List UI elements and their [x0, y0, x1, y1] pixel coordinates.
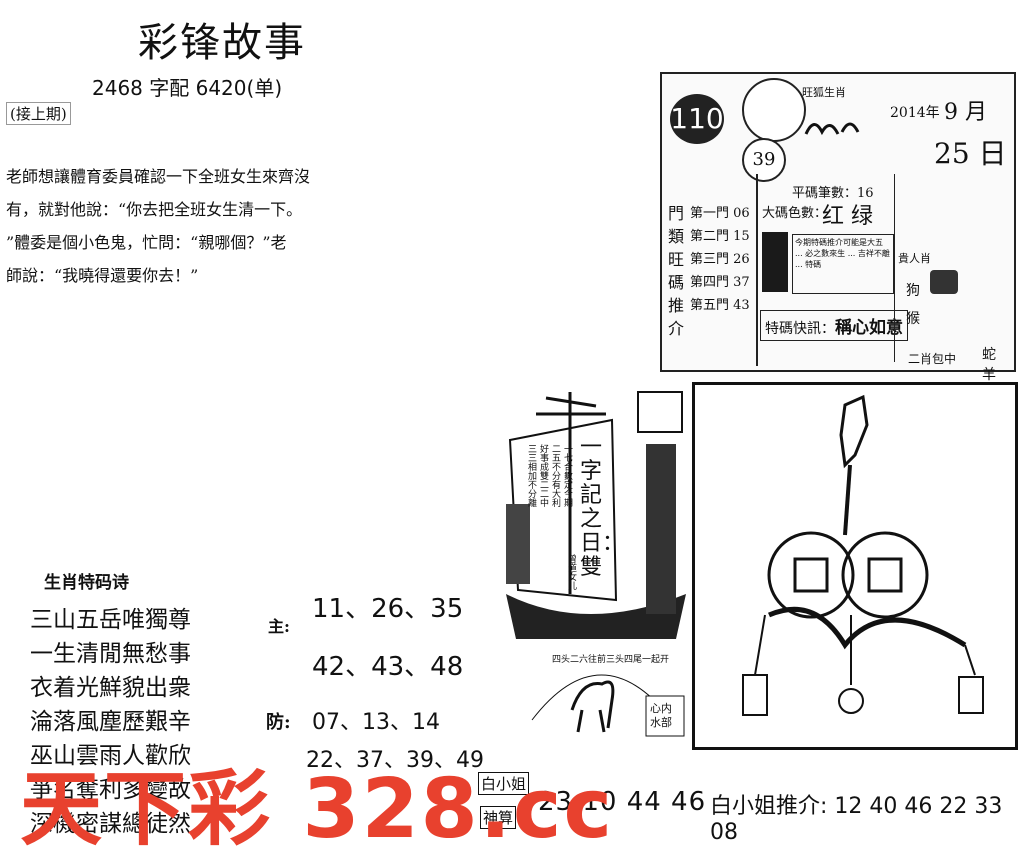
color-value: 红 绿 — [822, 204, 873, 229]
zodiac-glyph-icon — [802, 114, 862, 140]
gate-row: 第四門 37 — [690, 275, 750, 290]
color-label: 大碼色數： — [762, 206, 828, 221]
bai-recommend: 白小姐推介: 12 40 46 22 33 08 — [710, 794, 1003, 845]
story-line: 師說：“我曉得還要你去！” — [6, 266, 199, 285]
calendar-day: 25 日 — [934, 137, 1007, 170]
shensuan-tag: 神算 — [480, 806, 517, 829]
main-label: 主: — [268, 617, 290, 636]
coins-drawing-box — [692, 382, 1018, 750]
defend-numbers: 07、13、14 — [312, 710, 440, 735]
story-line: 有，就對他說：“你去把全班女生清一下。 — [6, 200, 303, 219]
two-zodiac-value: 蛇 羊 — [982, 347, 996, 383]
continued-tag: (接上期) — [6, 102, 71, 125]
cartoon-boy-icon — [742, 78, 806, 142]
poem-title: 生肖特码诗 — [44, 573, 129, 593]
calendar-year: 2014年 — [890, 105, 940, 121]
horse-illustration: 四头二六往前三头四尾一起开 心内 水部 — [512, 650, 690, 744]
verse-line: 好事成雙二二中 — [538, 444, 548, 507]
issue-badge: 110 — [670, 94, 724, 144]
noble-value: 猴 — [906, 311, 920, 327]
page-subtitle: 2468 字配 6420(单) — [92, 76, 283, 100]
gate-list: 第一門 06 第二門 15 第三門 26 第四門 37 第五門 43 — [690, 202, 754, 317]
gate-row: 第五門 43 — [690, 298, 750, 313]
divider — [756, 174, 758, 366]
noble-value: 狗 — [906, 283, 920, 299]
poem-line: 三山五岳唯獨尊 — [30, 607, 191, 633]
watermark: 天下彩 328.cc — [20, 762, 615, 857]
sail-title: 一字記之日：雙 — [580, 435, 625, 580]
gate-row: 第一門 06 — [690, 206, 750, 221]
dark-block — [762, 232, 788, 292]
zodiac-label: 旺狐生肖 — [802, 86, 846, 99]
two-zodiac-label: 二肖包中 — [908, 352, 957, 366]
story-text: 老師想讓體育委員確認一下全班女生來齊沒 有，就對他說：“你去把全班女生清一下。 … — [6, 160, 328, 292]
lottery-calendar-card: 110 39 旺狐生肖 2014年 9 月 25 日 平碼筆數：16 門 類 旺… — [660, 72, 1016, 383]
main-numbers: 42、43、48 — [312, 652, 464, 682]
noble-icon — [930, 270, 958, 294]
noble-label: 貴人肖 — [898, 252, 931, 265]
verse-line: 二五不分有大利 — [550, 444, 560, 507]
horse-icon — [531, 674, 685, 737]
bai-numbers: 23 10 44 46 — [538, 787, 707, 817]
gate-row: 第二門 15 — [690, 229, 750, 244]
strokes-count: 平碼筆數：16 — [792, 186, 874, 201]
poem-line: 爭名奪利多變故 — [30, 777, 191, 803]
gate-title: 門 類 旺 碼 推 介 — [668, 204, 685, 338]
verse-line: 三三相加不分離 — [526, 444, 536, 507]
right-column — [894, 174, 1007, 362]
poem-line: 巫山雲雨人歡欣 — [30, 743, 191, 769]
coins-hand-icon — [742, 394, 984, 716]
poem-line: 衣着光鮮貌出衆 — [30, 675, 191, 701]
horse-caption: 四头二六往前三头四尾一起开 — [552, 655, 670, 665]
poem-line: 淪落風塵歷艱辛 — [30, 709, 191, 735]
defend-label: 防: — [266, 712, 291, 733]
ship-icon — [506, 391, 686, 639]
verse-line: 一七合數定今期 — [562, 444, 572, 507]
bai-tag: 白小姐 — [478, 772, 530, 795]
defend-numbers: 22、37、39、49 — [306, 748, 484, 773]
poem-lines: 三山五岳唯獨尊 一生清閒無愁事 衣着光鮮貌出衆 淪落風塵歷艱辛 巫山雲雨人歡欣 … — [30, 603, 191, 841]
calendar-month: 9 月 — [944, 100, 987, 125]
horse-box-label: 心内 水部 — [650, 702, 672, 729]
story-line: 老師想讓體育委員確認一下全班女生來齊沒 — [6, 167, 311, 186]
page-title: 彩锋故事 — [138, 20, 306, 66]
ship-illustration: 一字記之日：雙 一七合數定今期 二五不分有大利 好事成雙二二中 三三相加不分離 … — [496, 384, 692, 646]
quick-tip: 特碼快訊：稱心如意 — [760, 310, 908, 341]
tip-box: 今期特碼推介可能是大五 ... 必之數來生 ... 吉祥不離 ... 特碼 — [792, 234, 894, 294]
gate-row: 第三門 26 — [690, 252, 750, 267]
poem-line: 深機密謀總徒然 — [30, 811, 191, 837]
poem-line: 一生清閒無愁事 — [30, 641, 191, 667]
number-circle: 39 — [742, 138, 786, 182]
story-line: ”體委是個小色鬼，忙問：“親哪個？”老 — [6, 233, 287, 252]
verse-author: 曾道女儿 — [566, 554, 576, 590]
main-numbers: 11、26、35 — [312, 594, 464, 624]
